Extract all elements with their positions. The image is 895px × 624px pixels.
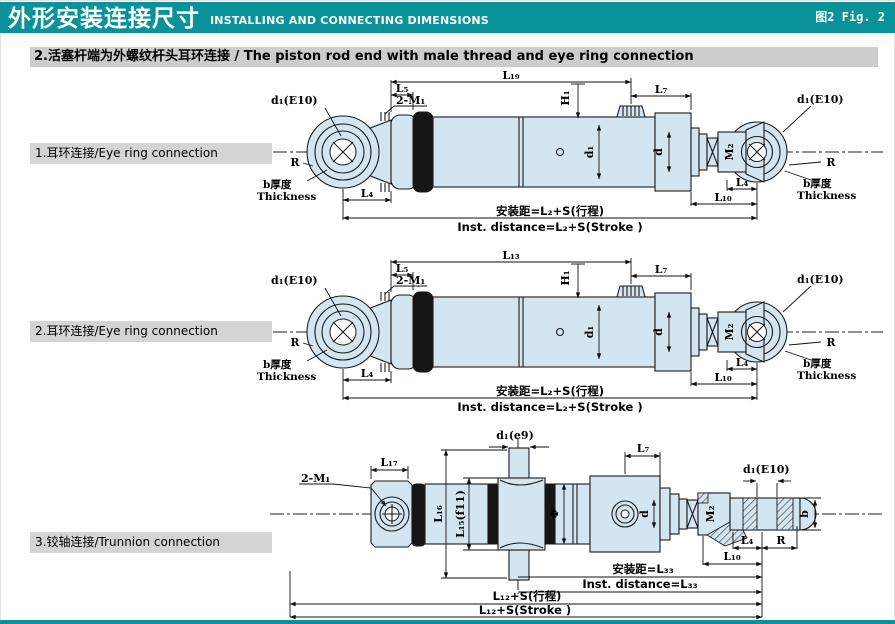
dim-h1: H₁ [559, 270, 572, 285]
dim-l10: L₁₀ [723, 550, 741, 563]
cylinder-drawing-trunnion: 2-M₁ L₁₇ d₁(e9) L₁₆ L₁₅(f11) Φ L₇ d M₂ d… [270, 429, 885, 620]
install-distance-cn: 安装距=L₃₃ [612, 562, 674, 576]
thickness-cn-right: b厚度 [803, 177, 832, 190]
thickness-cn-left: b厚度 [263, 178, 292, 191]
dim-bore-d1: d₁ [583, 146, 596, 159]
dimension-labels: 2-M₁ L₁₇ d₁(e9) L₁₆ L₁₅(f11) Φ L₇ d M₂ d… [301, 429, 811, 617]
dim-l10: L₁₀ [714, 191, 732, 204]
eye-bore-right: d₁(E10) [797, 93, 844, 106]
thread-2m1: 2-M₁ [396, 274, 425, 287]
dim-l4-left: L₄ [361, 187, 374, 200]
eye-bore-left: d₁(E10) [271, 94, 318, 107]
install-distance-en: Inst. distance=L₂+S(Stroke ) [457, 400, 642, 414]
dim-bore-d1: d₁ [583, 326, 596, 339]
dim-l7: L₇ [655, 83, 668, 96]
cylinder-drawing-eye-ring-2: L₁₃ L₅ 2-M₁ H₁ L₇ d₁ d M₂ d₁(E10) R b厚度 … [257, 249, 884, 414]
thread-2m1: 2-M₁ [396, 94, 425, 107]
page-header: 外形安装连接尺寸 INSTALLING AND CONNECTING DIMEN… [0, 2, 895, 33]
header-title-en: INSTALLING AND CONNECTING DIMENSIONS [210, 14, 489, 27]
dim-d: d [652, 328, 665, 336]
dim-b: b [798, 510, 811, 518]
rod-thread-m2: M₂ [723, 323, 736, 340]
cylinder-drawing-eye-ring-1: L₁₉ L₅ 2-M₁ H₁ L₇ d₁ d M₂ d₁(E10) R b厚度 … [257, 69, 884, 234]
dim-l7: L₇ [655, 263, 668, 276]
install-distance-en: Inst. distance=L₃₃ [582, 577, 697, 591]
dim-l4-right: L₄ [736, 356, 749, 369]
dim-h1: H₁ [559, 90, 572, 105]
dim-l17: L₁₇ [380, 456, 398, 469]
dim-l10: L₁₀ [714, 371, 732, 384]
subtitle-bar: 2.活塞杆端为外螺纹杆头耳环连接 / The piston rod end wi… [30, 47, 878, 67]
radius-left: R [290, 156, 300, 169]
install-distance-en: Inst. distance=L₂+S(Stroke ) [457, 220, 642, 234]
radius-left: R [290, 336, 300, 349]
trunnion-pin-dia: d₁(e9) [496, 429, 534, 442]
dimension-lines [289, 444, 821, 620]
stroke-length-en: L₁₂+S(Stroke ) [479, 603, 571, 617]
rod-thread-m2: M₂ [723, 143, 736, 160]
eye-bore: d₁(E10) [743, 463, 790, 476]
dim-l5: L₅ [396, 262, 409, 275]
thickness-cn-right: b厚度 [803, 357, 832, 370]
eye-bore-left: d₁(E10) [271, 274, 318, 287]
rod-thread-m2: M₂ [704, 505, 717, 522]
thickness-en-right: Thickness [797, 190, 856, 202]
section-label-eye-ring-1: 1.耳环连接/Eye ring connection [30, 143, 272, 164]
dimension-labels: L₁₃ L₅ 2-M₁ H₁ L₇ d₁ d M₂ d₁(E10) R b厚度 … [257, 249, 856, 414]
header-title-cn: 外形安装连接尺寸 [8, 5, 200, 32]
radius-right: R [826, 336, 836, 349]
radius-right: R [826, 156, 836, 169]
dim-phi: Φ [548, 509, 561, 519]
dim-l7: L₇ [637, 442, 650, 455]
install-distance-cn: 安装距=L₂+S(行程) [496, 204, 604, 218]
thickness-en-left: Thickness [257, 191, 316, 203]
stroke-length-cn: L₁₂+S(行程) [493, 589, 562, 603]
dim-l4-right: L₄ [736, 176, 749, 189]
dim-d: d [638, 510, 651, 518]
eye-bore-right: d₁(E10) [797, 273, 844, 286]
dim-l15: L₁₅(f11) [454, 490, 467, 538]
section-label-trunnion: 3.铰轴连接/Trunnion connection [30, 532, 272, 553]
figure-reference: 图2 Fig. 2 [815, 10, 885, 24]
dim-l5: L₅ [396, 82, 409, 95]
dim-l4-left: L₄ [361, 367, 374, 380]
dim-r: R [776, 534, 786, 547]
thickness-en-left: Thickness [257, 371, 316, 383]
dim-l16: L₁₆ [432, 505, 445, 523]
dim-l4: L₄ [741, 534, 754, 547]
dim-d: d [652, 148, 665, 156]
install-distance-cn: 安装距=L₂+S(行程) [496, 384, 604, 398]
thread-2m1: 2-M₁ [301, 472, 330, 485]
dimension-labels: L₁₉ L₅ 2-M₁ H₁ L₇ d₁ d M₂ d₁(E10) R b厚度 … [257, 69, 856, 234]
section-label-eye-ring-2: 2.耳环连接/Eye ring connection [30, 321, 272, 342]
cylinder-body [270, 438, 885, 594]
bottom-rule [0, 620, 895, 624]
thickness-cn-left: b厚度 [263, 358, 292, 371]
thickness-en-right: Thickness [797, 370, 856, 382]
dim-top-length: L₁₃ [502, 249, 520, 262]
dim-top-length: L₁₉ [502, 69, 520, 82]
